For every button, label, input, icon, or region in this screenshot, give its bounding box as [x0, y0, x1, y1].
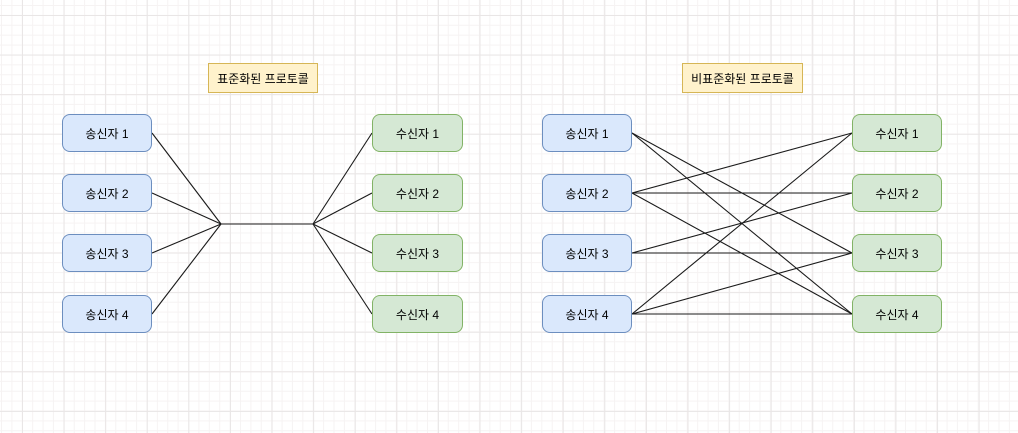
- nonstd-receiver-4-label: 수신자 4: [875, 307, 919, 322]
- nonstd-sender-2-label: 송신자 2: [565, 186, 609, 201]
- std-receiver-2-label: 수신자 2: [395, 186, 440, 201]
- std-receiver-3[interactable]: 수신자 3: [372, 234, 463, 272]
- nonstd-receiver-2[interactable]: 수신자 2: [852, 174, 942, 212]
- std-receiver-1[interactable]: 수신자 1: [372, 114, 463, 152]
- nonstd-title-label: 비표준화된 프로토콜: [691, 71, 794, 86]
- nonstd-sender-3-label: 송신자 3: [565, 246, 609, 261]
- nonstd-receiver-1-label: 수신자 1: [875, 126, 919, 141]
- nonstd-sender-4[interactable]: 송신자 4: [542, 295, 632, 333]
- std-sender-4[interactable]: 송신자 4: [62, 295, 152, 333]
- nonstd-receiver-1[interactable]: 수신자 1: [852, 114, 942, 152]
- std-sender-2[interactable]: 송신자 2: [62, 174, 152, 212]
- std-sender-2-label: 송신자 2: [85, 186, 129, 201]
- nonstd-sender-1[interactable]: 송신자 1: [542, 114, 632, 152]
- std-receiver-4[interactable]: 수신자 4: [372, 295, 463, 333]
- nonstd-receiver-2-label: 수신자 2: [875, 186, 919, 201]
- nonstd-receiver-3-label: 수신자 3: [875, 246, 919, 261]
- std-sender-1-label: 송신자 1: [85, 126, 129, 141]
- nonstd-sender-3[interactable]: 송신자 3: [542, 234, 632, 272]
- std-receiver-4-label: 수신자 4: [395, 307, 440, 322]
- nonstd-sender-4-label: 송신자 4: [565, 307, 609, 322]
- std-sender-3-label: 송신자 3: [85, 246, 129, 261]
- std-title-label: 표준화된 프로토콜: [217, 71, 309, 86]
- std-receiver-1-label: 수신자 1: [395, 126, 440, 141]
- nonstd-sender-2[interactable]: 송신자 2: [542, 174, 632, 212]
- nonstd-receiver-3[interactable]: 수신자 3: [852, 234, 942, 272]
- nonstd-receiver-4[interactable]: 수신자 4: [852, 295, 942, 333]
- std-sender-4-label: 송신자 4: [85, 307, 129, 322]
- std-sender-3[interactable]: 송신자 3: [62, 234, 152, 272]
- nonstd-title-box[interactable]: 비표준화된 프로토콜: [682, 63, 803, 93]
- nonstd-sender-1-label: 송신자 1: [565, 126, 609, 141]
- std-sender-1[interactable]: 송신자 1: [62, 114, 152, 152]
- std-title-box[interactable]: 표준화된 프로토콜: [208, 63, 318, 93]
- std-receiver-2[interactable]: 수신자 2: [372, 174, 463, 212]
- std-receiver-3-label: 수신자 3: [395, 246, 440, 261]
